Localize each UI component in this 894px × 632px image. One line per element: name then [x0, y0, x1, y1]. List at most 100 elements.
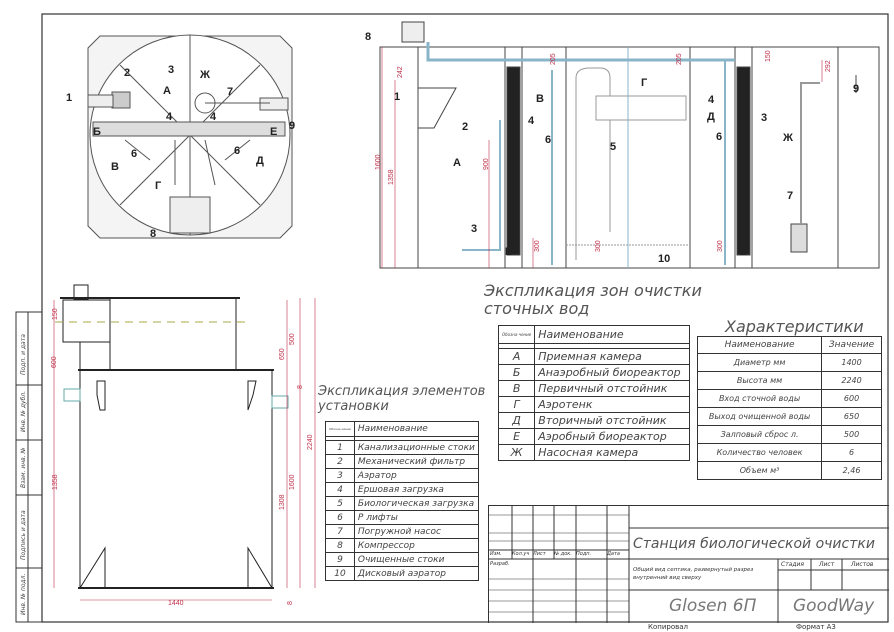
developer-label: Разраб.: [490, 561, 510, 567]
zones-title: Экспликация зон очистки сточных вод: [484, 282, 702, 318]
table-row: Залповый сброс л.500: [696, 425, 882, 444]
section-label: 6: [545, 134, 551, 146]
plan-label: 4: [210, 111, 217, 123]
stage-label: Стадия: [781, 561, 805, 568]
row-code: 7: [325, 524, 355, 539]
dimension-label: 500: [289, 333, 296, 345]
elements-title: Экспликация элементов установки: [318, 384, 485, 414]
stamp-label: Подп. и дата: [20, 334, 27, 375]
zone-label: А: [163, 85, 171, 97]
section-view: [379, 21, 880, 269]
col-label: Подп.: [576, 551, 592, 557]
row-code: 4: [325, 482, 355, 497]
plan-label: 6: [131, 148, 137, 160]
row-code: Е: [497, 428, 536, 445]
section-label: 3: [471, 223, 477, 235]
zone-label: В: [111, 161, 119, 173]
zone-label: Г: [641, 77, 648, 89]
drawing-description: Общий вид септика, развернутый разрез вн…: [633, 567, 754, 581]
side-view: [55, 284, 289, 589]
column-header: Обозна-чение: [497, 325, 536, 344]
col-label: Изм.: [490, 551, 502, 557]
stamp-label: Взам. инв. №: [20, 447, 27, 488]
section-label: 6: [716, 131, 722, 143]
dimension-label: 650: [279, 348, 286, 360]
row-name: Залповый сброс л.: [696, 425, 823, 444]
row-code: Ж: [497, 444, 536, 461]
row-name: Анаэробный биореактор: [534, 364, 690, 381]
dimension-label: 300: [534, 240, 541, 252]
row-name: Дисковый аэратор: [353, 566, 479, 581]
plan-label: 4: [166, 111, 173, 123]
zones-title-line: Экспликация зон очистки: [484, 281, 702, 300]
row-value: 1400: [821, 353, 882, 372]
row-name: Аэратор: [353, 468, 479, 483]
section-label: 10: [658, 253, 670, 265]
row-name: Первичный отстойник: [534, 380, 690, 397]
row-name: Приемная камера: [534, 348, 690, 365]
row-value: 500: [821, 425, 882, 444]
zone-label: Д: [707, 111, 715, 123]
column-header: Значение: [821, 336, 882, 354]
row-name: Диаметр мм: [696, 353, 823, 372]
specs-title: Характеристики: [725, 317, 864, 336]
row-name: Насосная камера: [534, 444, 690, 461]
row-code: 6: [325, 510, 355, 525]
zone-label: Ж: [199, 69, 210, 81]
zone-label: Г: [155, 180, 162, 192]
row-name: Биологическая загрузка: [353, 496, 479, 511]
col-label: Лист: [533, 551, 546, 557]
company-name: GoodWay: [793, 596, 875, 616]
row-value: 2240: [821, 371, 882, 390]
model-name: Glosen 6П: [669, 596, 757, 616]
plan-label: 3: [168, 64, 174, 76]
plan-label: 9: [289, 120, 295, 132]
dimension-label: 150: [765, 50, 772, 62]
row-code: Д: [497, 412, 536, 429]
section-label: 2: [462, 121, 468, 133]
title-block-grid: [489, 506, 889, 623]
row-name: Канализационные стоки: [353, 440, 479, 455]
dimension-label: 2240: [307, 434, 314, 450]
dimension-label: 300: [595, 240, 602, 252]
dimension-label: 1600: [289, 474, 296, 490]
section-label: 4: [528, 115, 535, 127]
row-name: Аэробный биореактор: [534, 428, 690, 445]
row-value: 600: [821, 389, 882, 408]
zone-label: В: [536, 93, 544, 105]
row-code: 8: [325, 538, 355, 553]
col-label: Дата: [607, 551, 620, 557]
row-code: А: [497, 348, 536, 365]
stamp-label: Инв. № дубл.: [20, 391, 27, 432]
sheets-label: Листов: [851, 561, 874, 568]
drawing-title: Станция биологической очистки: [633, 536, 875, 552]
row-name: Очищенные стоки: [353, 552, 479, 567]
dimension-label: 1440: [168, 600, 184, 607]
section-label: 5: [610, 141, 616, 153]
dimension-label: 8: [297, 385, 304, 389]
side-stamp: [15, 311, 43, 623]
row-code: Б: [497, 364, 536, 381]
row-code: 3: [325, 468, 355, 483]
row-code: В: [497, 380, 536, 397]
dimension-label: 205: [676, 53, 683, 65]
section-label: 8: [365, 31, 371, 43]
column-header: Обозна-чение: [325, 421, 355, 437]
zone-label: А: [453, 157, 461, 169]
dimension-label: 900: [483, 158, 490, 170]
